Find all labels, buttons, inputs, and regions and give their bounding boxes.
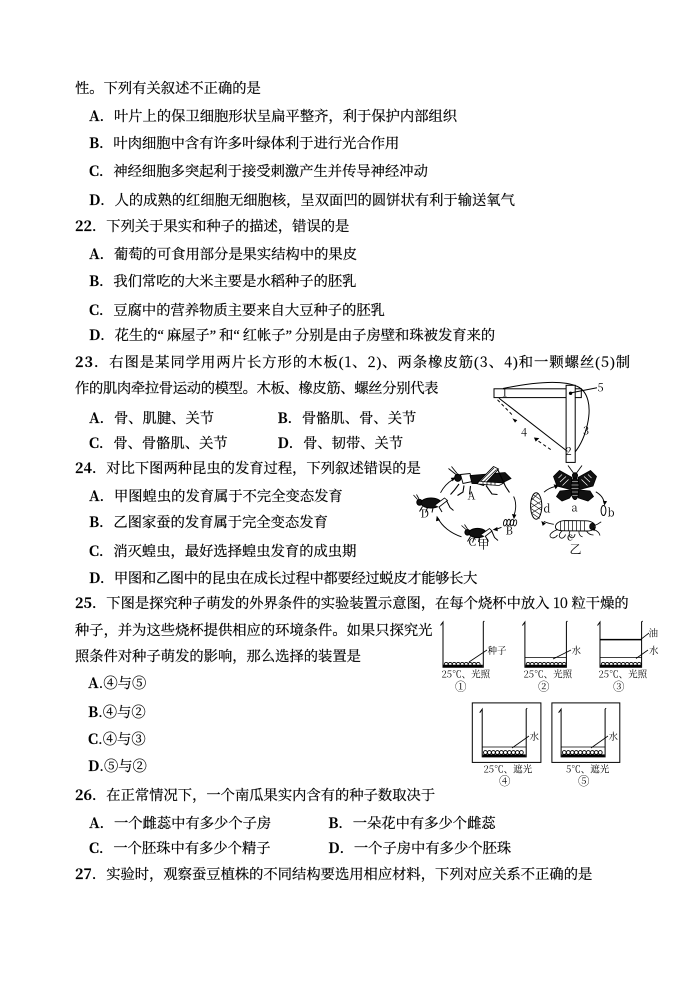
svg-text:4: 4: [521, 424, 527, 440]
svg-text:水: 水: [609, 729, 619, 743]
svg-text:1: 1: [502, 385, 507, 401]
svg-text:种子: 种子: [488, 643, 508, 657]
svg-text:水: 水: [572, 643, 582, 657]
svg-text:a: a: [572, 500, 579, 516]
svg-text:D: D: [421, 506, 429, 522]
svg-text:③: ③: [613, 679, 625, 695]
svg-text:5℃、遮光: 5℃、遮光: [566, 762, 610, 776]
svg-text:25℃、光照: 25℃、光照: [599, 667, 648, 681]
svg-text:乙: 乙: [570, 541, 582, 558]
svg-text:B: B: [506, 523, 513, 539]
svg-text:c: c: [567, 529, 573, 545]
svg-text:d: d: [544, 501, 551, 517]
svg-text:油: 油: [649, 626, 659, 640]
svg-text:b: b: [608, 505, 615, 521]
svg-text:A: A: [468, 488, 476, 504]
svg-text:25℃、光照: 25℃、光照: [442, 667, 491, 681]
svg-text:3: 3: [583, 423, 589, 439]
svg-text:水: 水: [530, 729, 540, 743]
svg-text:①: ①: [455, 679, 467, 695]
svg-text:5: 5: [598, 380, 604, 396]
svg-text:25℃、遮光: 25℃、遮光: [484, 762, 533, 776]
svg-text:C: C: [469, 534, 477, 550]
svg-text:②: ②: [538, 679, 550, 695]
svg-text:④: ④: [499, 773, 511, 789]
svg-text:25℃、光照: 25℃、光照: [524, 667, 573, 681]
svg-text:甲: 甲: [478, 536, 490, 553]
svg-text:2: 2: [566, 443, 572, 459]
svg-text:⑤: ⑤: [578, 773, 590, 789]
svg-text:水: 水: [649, 643, 659, 657]
